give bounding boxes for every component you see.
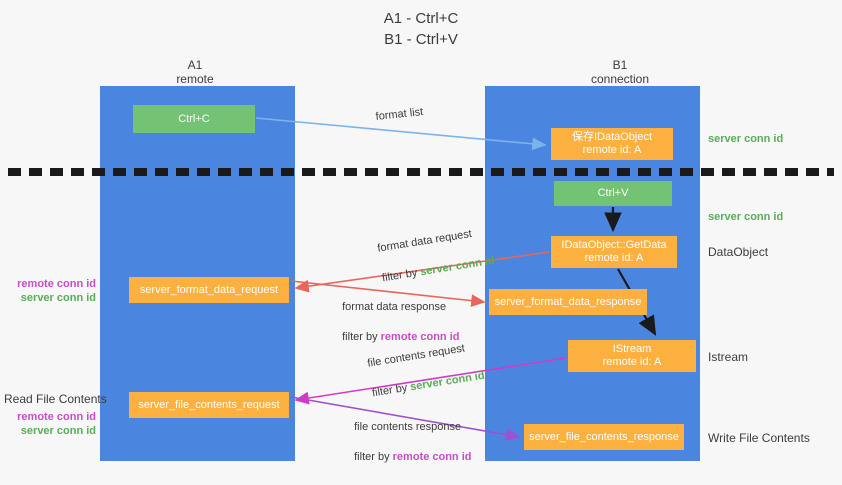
label-remote-conn-id-2: remote conn id (17, 411, 96, 423)
caption-fcresp-highlight: remote conn id (392, 451, 472, 463)
label-server-conn-id-1: server conn id (20, 292, 96, 304)
box-server-format-data-response[interactable]: server_format_data_response (489, 289, 647, 315)
caption-fdresp-line1: format data response (342, 301, 447, 313)
column-a1-subtitle: remote (176, 72, 214, 86)
label-server-conn-id-2: server conn id (20, 425, 96, 437)
label-server-conn-id-top: server conn id (708, 133, 784, 145)
arrow-file-contents-response (290, 396, 521, 442)
label-istream: Istream (708, 350, 749, 364)
label-file-conn-ids: remote conn id server conn id (8, 410, 96, 438)
label-server-conn-id-mid: server conn id (708, 211, 784, 223)
caption-fdresp-highlight: remote conn id (380, 331, 460, 343)
caption-fdreq-line1: format data request (376, 227, 473, 255)
label-format-conn-ids: remote conn id server conn id (8, 277, 96, 305)
caption-fcresp-line1: file contents response (354, 421, 462, 433)
arrow-file-contents-request (294, 357, 567, 405)
label-dataobject: DataObject (708, 245, 769, 259)
box-idataobject-getdata[interactable]: IDataObject::GetData remote id: A (551, 236, 677, 268)
caption-fdresp-prefix: filter by (342, 331, 381, 343)
box-server-format-data-request[interactable]: server_format_data_request (129, 277, 289, 303)
box-istream[interactable]: IStream remote id: A (568, 340, 696, 372)
caption-file-contents-response: file contents response filter by remote … (348, 405, 471, 465)
column-b1-subtitle: connection (590, 72, 650, 86)
box-ctrl-v[interactable]: Ctrl+V (554, 181, 672, 206)
box-server-file-contents-response[interactable]: server_file_contents_response (524, 424, 684, 450)
label-read-file-contents: Read File Contents (4, 392, 107, 406)
arrow-format-data-response (290, 280, 486, 307)
label-write-file-contents: Write File Contents (708, 431, 810, 445)
caption-format-data-response: format data response filter by remote co… (336, 285, 459, 345)
arrow-format-list (255, 117, 547, 151)
caption-fcreq-line1: file contents request (366, 342, 466, 370)
arrow-format-data-request (294, 251, 550, 293)
column-a1-name: A1 (187, 58, 203, 72)
caption-fcresp-prefix: filter by (354, 451, 393, 463)
label-remote-conn-id-1: remote conn id (17, 278, 96, 290)
page-title: A1 - Ctrl+C B1 - Ctrl+V (383, 10, 459, 48)
column-b1-name: B1 (612, 58, 628, 72)
box-server-file-contents-request[interactable]: server_file_contents_request (129, 392, 289, 418)
box-ctrl-c[interactable]: Ctrl+C (133, 105, 255, 133)
box-save-idataobject[interactable]: 保存IDataObject remote id: A (551, 128, 673, 160)
